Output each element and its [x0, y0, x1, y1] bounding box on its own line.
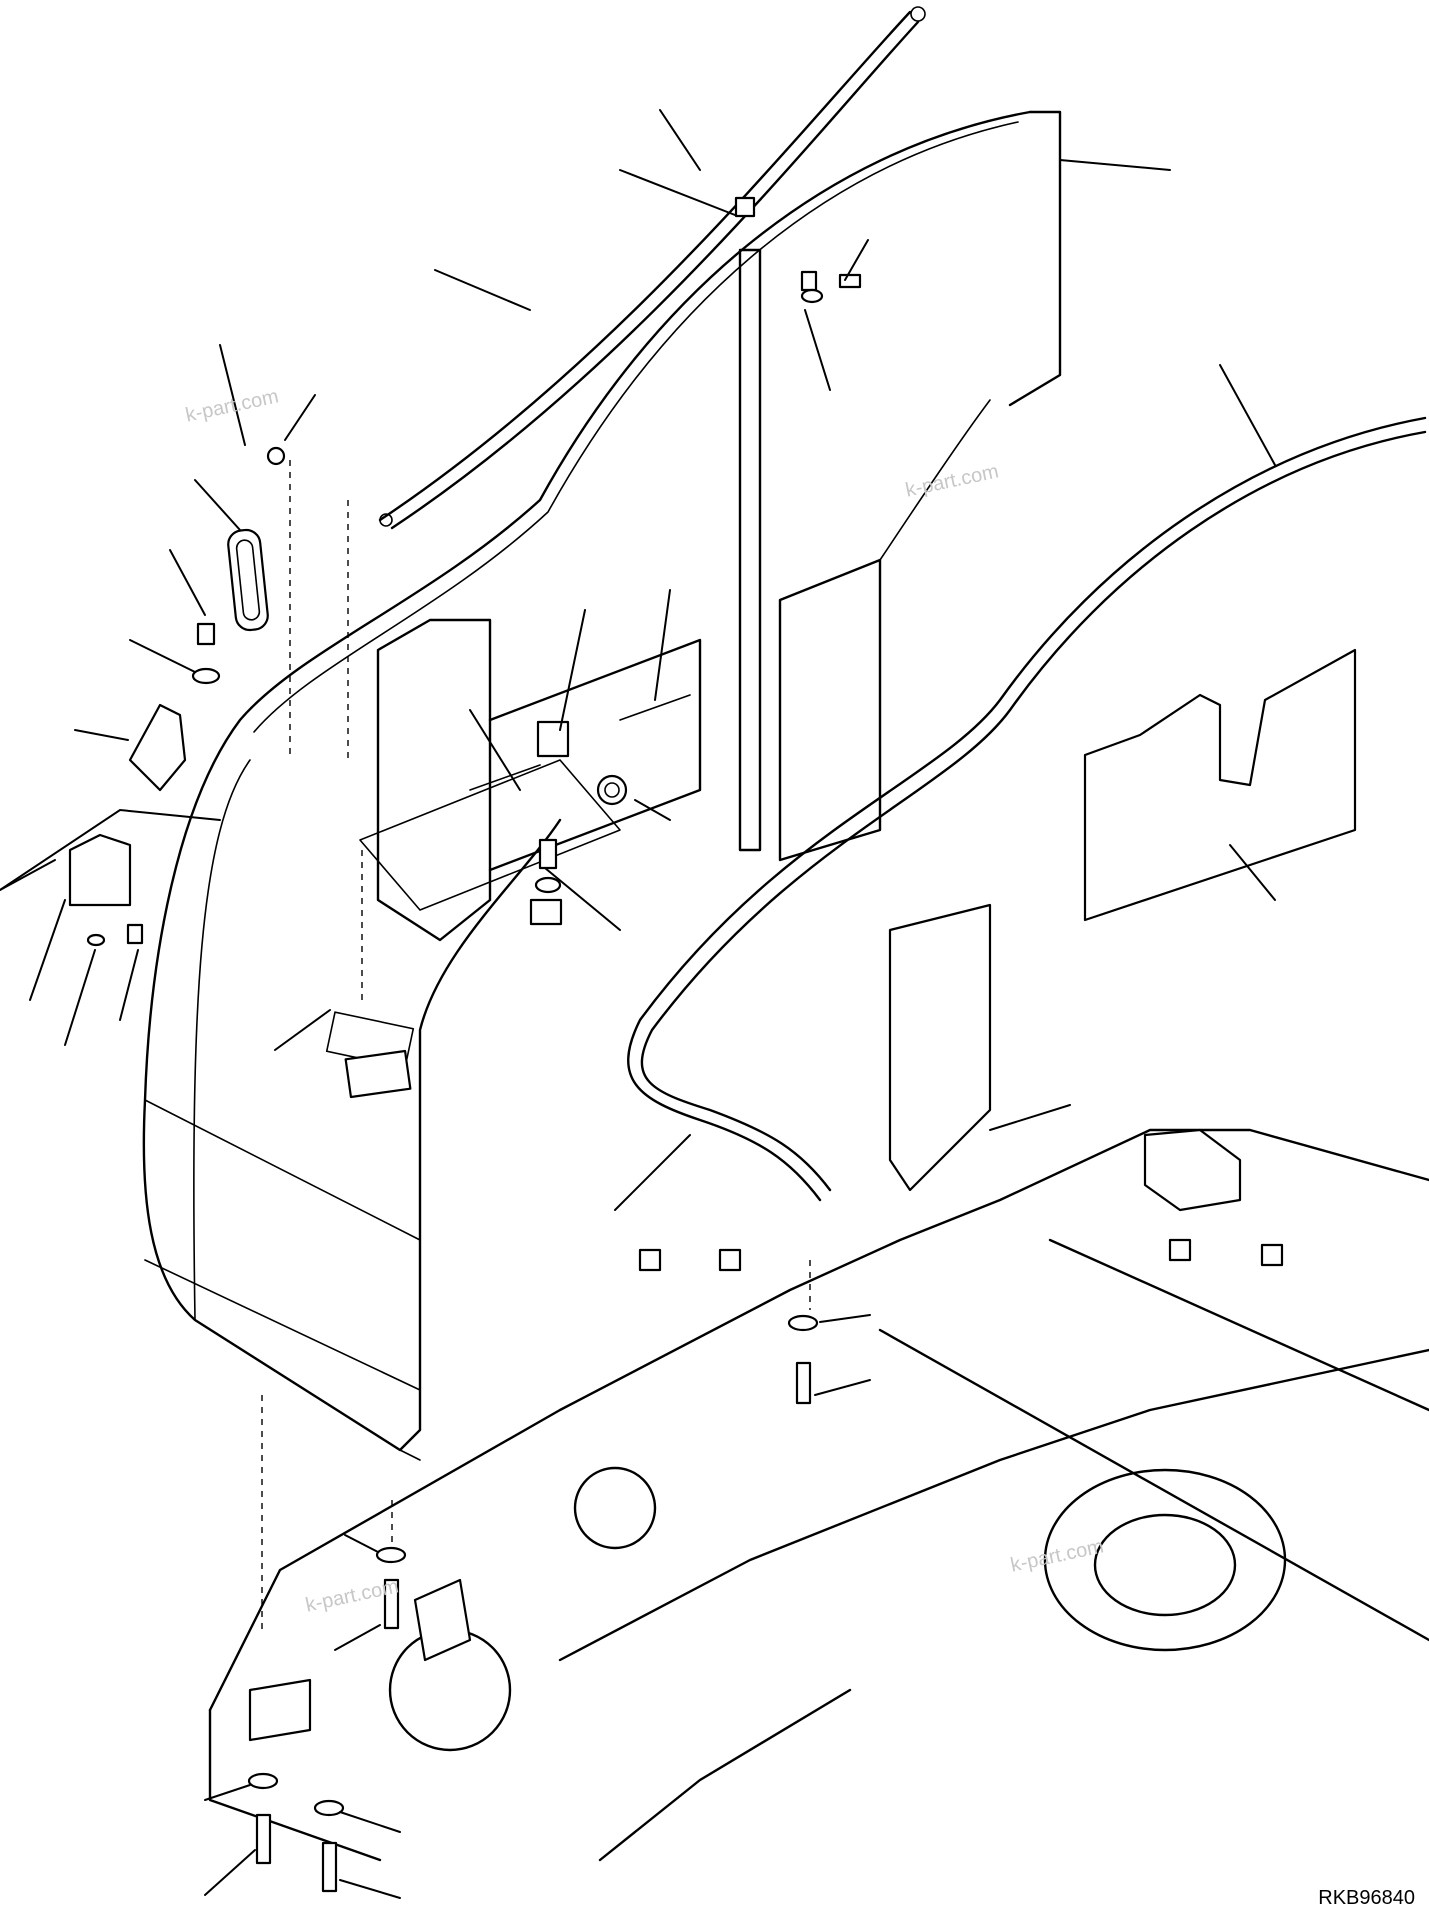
left-cover [142, 110, 1062, 1461]
revolving-frame [208, 1128, 1429, 1862]
inner-panels [359, 248, 991, 942]
rubber-seal [627, 416, 1427, 1202]
leader-lines [0, 109, 1276, 1899]
fasteners [68, 196, 862, 1099]
top-trim-strip [378, 6, 926, 530]
grommet [227, 528, 269, 632]
assembly-lines [261, 460, 811, 1630]
sponge-lower [888, 903, 992, 1192]
floor-bolts [247, 1314, 819, 1893]
sponge-upper [1083, 648, 1357, 922]
drawing-code: RKB96840 [1318, 1887, 1415, 1909]
